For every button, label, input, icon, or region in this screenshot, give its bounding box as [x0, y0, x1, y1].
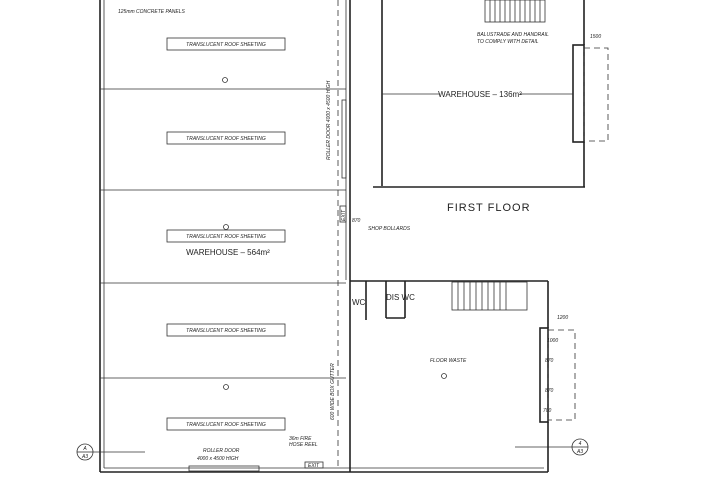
- svg-text:A3: A3: [81, 454, 88, 460]
- stairs-ground-floor: [451, 281, 528, 311]
- floor-waste-icon: [223, 384, 229, 390]
- door-width: 870: [545, 388, 554, 394]
- dimension-700: 700: [543, 408, 552, 414]
- exit-sign: EXIT: [308, 463, 320, 469]
- ground-office-walls: [350, 280, 576, 472]
- roller-door-side: [341, 99, 347, 179]
- svg-text:A: A: [82, 446, 87, 452]
- concrete-panels-note: 125mm CONCRETE PANELS: [118, 9, 186, 15]
- fire-hose-note: 36m FIRE: [289, 436, 312, 442]
- roof-sheeting-label: TRANSLUCENT ROOF SHEETING: [186, 234, 266, 240]
- dimension-1000: 1000: [547, 338, 558, 344]
- box-gutter-note: 600 WIDE BOX GUTTER: [330, 363, 336, 420]
- wc-label: WC: [352, 298, 366, 307]
- door-width: 870: [545, 358, 554, 364]
- floor-waste-icon: [441, 373, 447, 379]
- fire-hose-note: HOSE REEL: [289, 442, 318, 448]
- section-marker-a: A A3: [76, 443, 145, 461]
- svg-text:A3: A3: [576, 449, 583, 455]
- bollards-note: SHOP BOLLARDS: [368, 226, 411, 232]
- warehouse-ground-area: WAREHOUSE – 564m²: [186, 248, 270, 257]
- roller-door-side-note: ROLLER DOOR 4000 x 4500 HIGH: [326, 80, 332, 160]
- dimension-1500: 1500: [590, 34, 601, 40]
- balustrade-note: TO COMPLY WITH DETAIL: [477, 39, 539, 45]
- roof-sheeting-label: TRANSLUCENT ROOF SHEETING: [186, 42, 266, 48]
- door-width: 870: [352, 218, 361, 224]
- roof-sheeting-label: TRANSLUCENT ROOF SHEETING: [186, 328, 266, 334]
- warehouse-first-area: WAREHOUSE – 136m²: [438, 90, 522, 99]
- roller-door-bottom: [188, 465, 260, 472]
- section-marker-4: 4 A3: [515, 438, 589, 456]
- balustrade-note: BALUSTRADE AND HANDRAIL: [477, 32, 549, 38]
- floor-waste-note: FLOOR WASTE: [430, 358, 467, 364]
- dimension-1200: 1200: [557, 315, 568, 321]
- exit-sign: EXIT: [341, 209, 347, 221]
- dis-wc-label: DIS WC: [386, 293, 415, 302]
- roof-sheeting-label: TRANSLUCENT ROOF SHEETING: [186, 136, 266, 142]
- first-floor-title: FIRST FLOOR: [447, 202, 531, 214]
- roof-sheeting-labels: TRANSLUCENT ROOF SHEETING TRANSLUCENT RO…: [166, 37, 286, 431]
- floor-waste-icon: [222, 77, 228, 83]
- floor-waste-icon: [223, 224, 229, 230]
- roof-sheeting-label: TRANSLUCENT ROOF SHEETING: [186, 422, 266, 428]
- stairs-first-floor: [484, 0, 546, 23]
- roller-door-note: ROLLER DOOR: [203, 448, 240, 454]
- svg-text:4: 4: [579, 441, 582, 447]
- roller-door-note: 4000 x 4500 HIGH: [197, 456, 239, 462]
